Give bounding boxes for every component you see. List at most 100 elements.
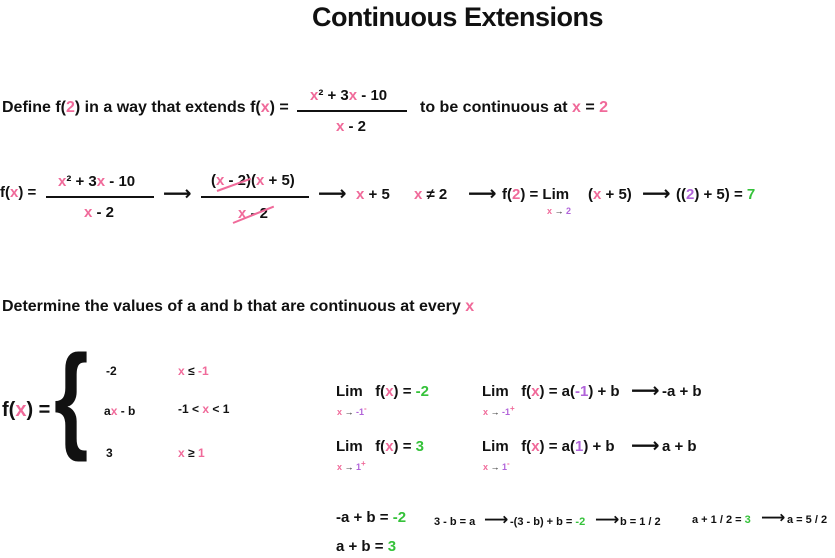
text: Lim [482, 383, 509, 400]
text: f( [0, 184, 10, 201]
text: f( [2, 399, 16, 421]
text: → [342, 462, 357, 472]
variable: x [547, 206, 553, 216]
result: 7 [746, 186, 756, 203]
text: ) + b [583, 438, 615, 455]
case-3-cond: x ≥ 1 [178, 446, 205, 460]
text: + 5 [364, 186, 390, 203]
text: ≤ [184, 364, 198, 378]
text: -1 < [178, 402, 203, 416]
text: - 10 [357, 87, 388, 104]
text: < 1 [209, 402, 230, 416]
arrow-icon: ⟶ [631, 380, 660, 402]
variable: x [414, 186, 423, 203]
text: f( [375, 438, 386, 455]
text: → [488, 407, 503, 417]
text: ( [588, 186, 593, 203]
value: 2 [512, 186, 521, 203]
case-2-expr: ax - b [104, 404, 135, 418]
text: ) = Lim [520, 186, 570, 203]
equation-2: a + b = 3 [336, 538, 396, 555]
variable: x [572, 99, 581, 116]
result: -2 [575, 516, 586, 528]
text: f( [521, 438, 532, 455]
value: -1 [197, 364, 209, 378]
value: -1 [574, 383, 589, 400]
variable: x [385, 383, 394, 400]
value: 1 [356, 462, 362, 472]
text: ) = a( [539, 383, 575, 400]
variable: x [260, 99, 270, 116]
domain-condition: x ≠ 2 [414, 186, 447, 203]
case-3-expr: 3 [106, 446, 113, 460]
arrow-icon: ⟶ [468, 183, 497, 205]
value: 2 [599, 99, 609, 116]
prompt-fraction-denominator: x - 2 [336, 118, 366, 135]
variable: x [238, 205, 247, 222]
text: f( [521, 383, 532, 400]
text: ( [211, 172, 216, 189]
solve-step-1: 3 - b = a [434, 516, 476, 528]
part1-prompt: Define f(2) in a way that extends f(x) = [2, 99, 289, 117]
variable: x [178, 364, 185, 378]
solve-step-4: a + 1 / 2 = 3 [692, 514, 751, 526]
variable: x [10, 184, 19, 201]
simplified-expression: x + 5 [356, 186, 390, 203]
text: -(3 - b) + b = [510, 516, 576, 528]
value: 1 [574, 438, 584, 455]
solve-step-5: a = 5 / 2 [787, 514, 828, 526]
text: ) in a way that extends f( [74, 99, 261, 116]
text: → [342, 407, 357, 417]
side-sign: + [510, 404, 515, 413]
text: Determine the values of a and b that are… [2, 298, 466, 315]
fraction-bar [46, 196, 154, 198]
variable: x [348, 87, 358, 104]
text: Lim [482, 438, 509, 455]
variable: x [356, 186, 365, 203]
text: ² + 3 [66, 173, 97, 190]
text: Lim [336, 438, 363, 455]
variable: x [110, 404, 118, 418]
side-sign: - [364, 404, 367, 413]
result-minus-a-plus-b: -a + b [662, 383, 702, 400]
arrow-icon: ⟶ [761, 508, 786, 527]
limit-subscript: x → 1+ [337, 459, 366, 472]
text: - 10 [105, 173, 136, 190]
equation-1: -a + b = -2 [336, 509, 406, 526]
value: 2 [566, 206, 572, 216]
value: 1 [197, 446, 205, 460]
variable: x [593, 186, 602, 203]
left-limit-minus-1: Lim f(x) = -2 [336, 383, 429, 400]
text: f( [502, 186, 512, 203]
case-2-cond: -1 < x < 1 [178, 402, 229, 416]
limit-subscript: x → 2 [547, 206, 571, 216]
text: ≠ 2 [422, 186, 448, 203]
result-a-plus-b: a + b [662, 438, 697, 455]
text: ) = [26, 399, 51, 421]
text: ) + 5) = [694, 186, 747, 203]
text: → [552, 206, 567, 216]
value: 2 [66, 99, 75, 116]
evaluation: ((2) + 5) = 7 [676, 186, 755, 203]
text: ² + 3 [318, 87, 349, 104]
value: -1 [502, 407, 511, 417]
limit-subscript: x → -1+ [483, 404, 515, 417]
variable: x [216, 172, 225, 189]
text: ) = [18, 184, 37, 201]
step-fraction-denominator: x - 2 [84, 204, 114, 221]
limit-subscript: x → 1- [483, 459, 510, 472]
page-title: Continuous Extensions [311, 2, 604, 32]
limit-expression: (x + 5) [588, 186, 632, 203]
arrow-icon: ⟶ [642, 183, 671, 205]
text: ) = [269, 99, 289, 116]
variable: x [483, 407, 489, 417]
variable: x [96, 173, 106, 190]
arrow-icon: ⟶ [595, 510, 620, 529]
side-sign: + [361, 459, 366, 468]
text: a + 1 / 2 = [692, 514, 745, 526]
text: ) = [393, 438, 416, 455]
text: → [488, 462, 503, 472]
piecewise-fx-label: f(x) = [2, 399, 50, 422]
variable: x [531, 438, 540, 455]
prompt-fraction-numerator: x² + 3x - 10 [310, 87, 387, 104]
